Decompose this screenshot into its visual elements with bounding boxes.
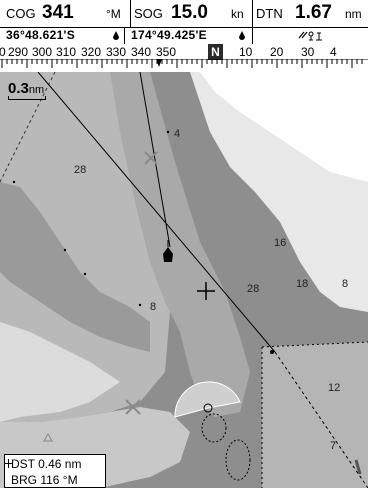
longitude-field[interactable]: 174°49.425'E <box>125 27 253 44</box>
dtn-value: 1.67 <box>295 2 332 23</box>
compass-label: 30 <box>301 45 315 59</box>
sog-value: 15.0 <box>171 2 208 23</box>
scale-unit: nm <box>28 84 45 96</box>
distance-readout: DST 0.46 nm <box>11 457 82 471</box>
cog-value: 341 <box>42 2 74 23</box>
chart-scale[interactable]: 0.3nm <box>8 80 44 97</box>
cog-unit: °M <box>106 7 121 21</box>
nautical-chart[interactable] <box>0 72 368 488</box>
sog-unit: kn <box>231 7 244 21</box>
scale-bar <box>8 96 46 100</box>
compass-label: 0 <box>0 45 6 59</box>
depth-sounding: 18 <box>296 278 309 290</box>
vessel-icon <box>163 240 173 262</box>
latitude-value: 36°48.621'S <box>6 28 76 42</box>
compass-label: 310 <box>56 45 77 59</box>
divider <box>252 0 253 27</box>
compass-label: 290 <box>8 45 29 59</box>
divider <box>130 0 131 27</box>
cog-field[interactable]: COG 341 °M <box>0 0 131 27</box>
compass-north-marker: N <box>208 44 223 60</box>
divider <box>124 27 125 44</box>
compass-ticks <box>0 59 368 68</box>
compass-label: 300 <box>32 45 53 59</box>
dtn-label: DTN <box>256 6 283 21</box>
depth-sounding: 8 <box>342 278 349 290</box>
compass-label: 330 <box>106 45 127 59</box>
heading-pointer-icon <box>156 59 162 67</box>
depth-sounding: 8 <box>150 301 157 313</box>
data-bar-row-primary: COG 341 °M SOG 15.0 kn DTN 1.67 nm <box>0 0 368 28</box>
depth-sounding: 7 <box>330 440 337 452</box>
cursor-crosshair-icon <box>4 459 13 468</box>
longitude-value: 174°49.425'E <box>131 28 207 42</box>
cursor-crosshair-icon <box>197 282 215 300</box>
data-bar-row-position: 36°48.621'S 174°49.425'E <box>0 27 368 44</box>
depth-sounding: 4 <box>174 128 181 140</box>
compass-strip[interactable]: 0 290 300 310 320 330 340 350 N 10 20 30… <box>0 44 368 73</box>
compass-label: 10 <box>239 45 253 59</box>
drop-marker-icon <box>113 31 119 40</box>
compass-label: 350 <box>156 45 177 59</box>
depth-sounding: 12 <box>328 382 341 394</box>
sog-field[interactable]: SOG 15.0 kn <box>131 0 253 27</box>
bearing-readout: BRG 116 °M <box>11 473 78 487</box>
status-field[interactable] <box>253 27 368 44</box>
cursor-info-box[interactable]: DST 0.46 nm BRG 116 °M <box>4 454 106 488</box>
dtn-unit: nm <box>345 7 362 21</box>
data-bar: COG 341 °M SOG 15.0 kn DTN 1.67 nm 36°48… <box>0 0 368 45</box>
scale-value: 0.3 <box>8 80 29 97</box>
divider <box>252 27 253 44</box>
compass-label: 340 <box>131 45 152 59</box>
satellite-fix-icon <box>298 31 322 41</box>
chart-area[interactable]: 4 28 16 28 18 8 8 12 7 <box>0 72 368 488</box>
compass-label: 4 <box>330 45 337 59</box>
latitude-field[interactable]: 36°48.621'S <box>0 27 124 44</box>
sog-label: SOG <box>134 6 163 21</box>
compass-label: 20 <box>270 45 284 59</box>
compass-label: 320 <box>81 45 102 59</box>
depth-sounding: 28 <box>247 283 260 295</box>
depth-sounding: 16 <box>274 237 287 249</box>
drop-marker-icon <box>239 31 245 40</box>
cog-label: COG <box>6 6 36 21</box>
dtn-field[interactable]: DTN 1.67 nm <box>253 0 368 27</box>
depth-sounding: 28 <box>74 164 87 176</box>
